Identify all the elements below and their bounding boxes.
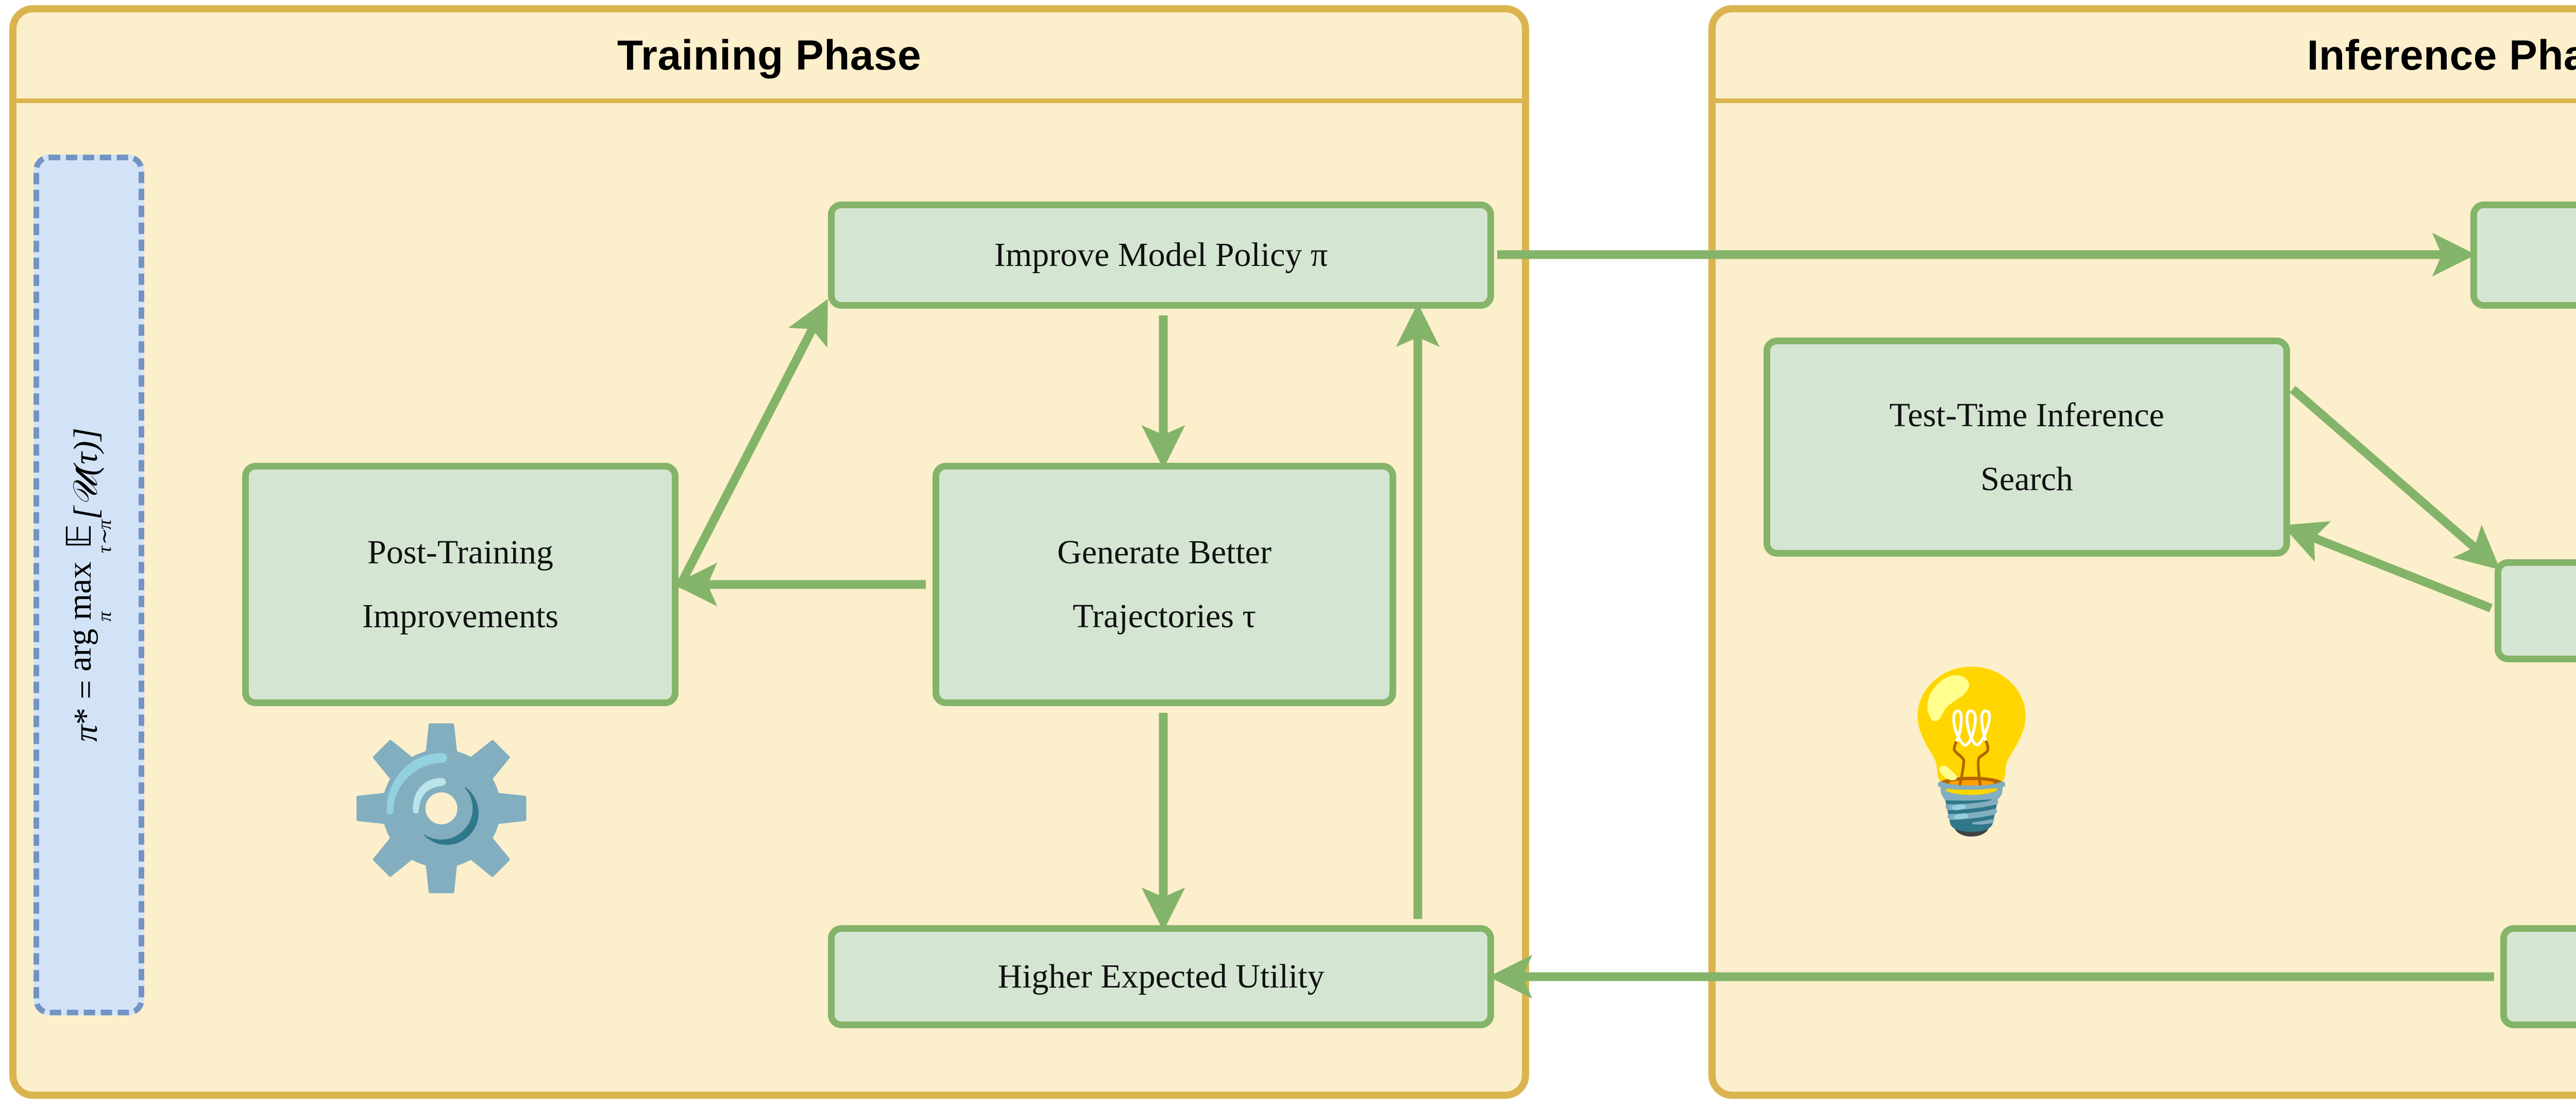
node-use-fixed-policy[interactable]: Use Fixed Policy π∗ [2470,202,2576,309]
node-label: Higher Expected Utility [997,958,1325,995]
node-label: Improve Model Policy π [994,236,1328,274]
node-generate-better-trajectories[interactable]: Generate Better Trajectories τ [933,463,1396,706]
inference-phase-header: Inference Phase [1716,12,2576,103]
node-label-line1: Post-Training [367,533,553,571]
node-label-line2: Improvements [362,597,559,635]
node-search-for-best-tau[interactable]: Search For Best τ [2495,559,2576,662]
node-post-training-improvements[interactable]: Post-Training Improvements [242,463,679,706]
node-higher-expected-utility[interactable]: Higher Expected Utility [828,925,1494,1028]
inference-phase-title: Inference Phase [2307,31,2576,79]
lightbulb-icon: 💡 [1875,667,2068,838]
gear-icon: ⚙️ [345,724,538,895]
node-improve-model-policy[interactable]: Improve Model Policy π [828,202,1494,309]
node-test-time-inference-search[interactable]: Test-Time Inference Search [1764,338,2290,557]
node-label-line2: Search [1980,460,2073,498]
training-phase-title: Training Phase [617,31,922,79]
training-phase-header: Training Phase [16,12,1522,103]
node-label-line1: Generate Better [1057,533,1272,571]
node-label-line2: Trajectories τ [1073,597,1256,635]
node-optimize-utility[interactable]: Optimize Utility [2500,925,2576,1028]
node-label-line1: Test-Time Inference [1889,396,2164,434]
